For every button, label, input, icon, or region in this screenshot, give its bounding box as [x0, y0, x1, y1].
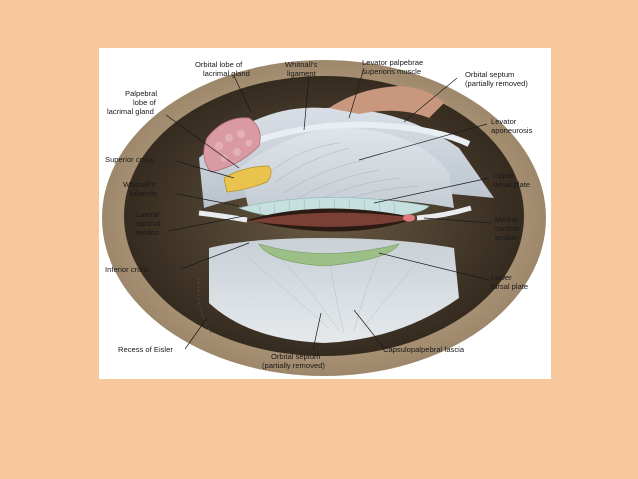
- label-levator-muscle-line1: Levator palpebrae: [362, 58, 423, 67]
- label-orbital-lobe-line1: Orbital lobe of: [195, 60, 243, 69]
- levator-muscle-shape: [329, 86, 444, 118]
- label-levator-aponeurosis-line2: aponeurosis: [491, 126, 533, 135]
- medial-canthal-tendon-shape: [416, 205, 472, 221]
- recess-of-eisler-outline: [197, 277, 212, 334]
- caruncle: [403, 214, 415, 222]
- label-upper-tarsal-line1: Upper: [493, 171, 514, 180]
- label-palpebral-lobe-line2: lobe of: [133, 98, 157, 107]
- label-levator-aponeurosis-line1: Levator: [491, 117, 517, 126]
- label-capsulopalpebral-fascia: Capsulopalpebral fascia: [383, 345, 465, 354]
- label-whitnall-tubercle-line1: Whitnall's: [123, 180, 155, 189]
- label-medial-canthal-line2: canthal: [495, 224, 520, 233]
- label-orbital-septum-top-line2: (partially removed): [465, 79, 528, 88]
- label-whitnall-tubercle-line2: tubercle: [130, 189, 157, 198]
- lacrimal-lobules: [215, 130, 253, 162]
- lower-tarsal-plate-shape: [258, 243, 400, 267]
- label-upper-tarsal-line2: tarsal plate: [493, 180, 530, 189]
- leader-lines: [165, 67, 492, 351]
- lower-orbital-septum: [209, 238, 459, 343]
- label-lower-tarsal-line1: Lower: [491, 273, 512, 282]
- label-lateral-canthal-line1: Lateral: [136, 210, 160, 219]
- label-orbital-lobe-line2: lacrimal gland: [203, 69, 250, 78]
- label-recess-of-eisler: Recess of Eisler: [118, 345, 173, 354]
- label-medial-canthal-line3: tendon: [495, 233, 518, 242]
- anatomy-figure: Orbital lobe of lacrimal gland Whitnall'…: [99, 48, 551, 379]
- label-orbital-septum-bottom-line1: Orbital septum: [271, 352, 320, 361]
- label-lateral-canthal-line2: canthal: [136, 219, 161, 228]
- label-lower-tarsal-line2: tarsal plate: [491, 282, 528, 291]
- label-palpebral-lobe-line3: lacrimal gland: [107, 107, 154, 116]
- label-lateral-canthal-line3: tendon: [136, 228, 159, 237]
- label-orbital-septum-top-line1: Orbital septum: [465, 70, 514, 79]
- orbital-lobe-lacrimal-gland: [203, 117, 261, 173]
- capsulopalpebral-fibers: [248, 253, 420, 334]
- label-orbital-septum-bottom-line2: (partially removed): [262, 361, 325, 370]
- label-medial-canthal-line1: Medial: [495, 215, 518, 224]
- lateral-canthal-tendon-shape: [198, 210, 248, 223]
- eyelid-margin: [249, 212, 415, 227]
- label-inferior-crura: Inferior crura: [105, 265, 149, 274]
- eyelid-anatomy-illustration: Orbital lobe of lacrimal gland Whitnall'…: [102, 58, 546, 376]
- label-superior-crura: Superior crura: [105, 155, 154, 164]
- label-whitnall-ligament-line1: Whitnall's: [285, 60, 317, 69]
- label-levator-muscle-line2: superioris muscle: [362, 67, 421, 76]
- label-palpebral-lobe-line1: Palpebral: [125, 89, 157, 98]
- label-whitnall-ligament-line2: ligament: [287, 69, 317, 78]
- whitnalls-ligament-band: [217, 121, 471, 159]
- palpebral-lobe-lacrimal-gland: [223, 165, 272, 193]
